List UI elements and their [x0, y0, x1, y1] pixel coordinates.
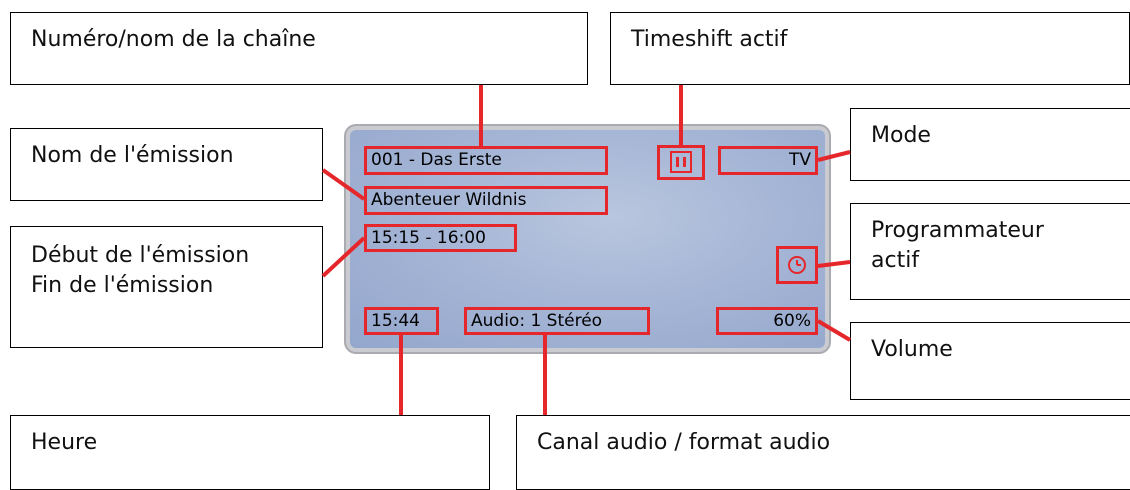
label-timer: Programmateur actif: [850, 203, 1130, 300]
osd-timer-indicator: [776, 246, 818, 284]
label-timer-text-2: actif: [871, 248, 920, 273]
label-volume-text: Volume: [871, 337, 953, 362]
label-channel: Numéro/nom de la chaîne: [10, 12, 588, 85]
label-program-start-text: Début de l'émission: [31, 243, 250, 268]
osd-volume-text: 60%: [773, 311, 811, 331]
label-channel-text: Numéro/nom de la chaîne: [31, 27, 316, 52]
pause-icon: [670, 151, 692, 173]
connector-program-time: [321, 236, 366, 278]
clock-icon: [788, 256, 806, 274]
label-audio-text: Canal audio / format audio: [537, 430, 831, 455]
osd-channel: 001 - Das Erste: [364, 146, 608, 175]
osd-audio-text: Audio: 1 Stéréo: [471, 311, 603, 331]
label-audio: Canal audio / format audio: [516, 415, 1130, 490]
connector-timer: [817, 260, 851, 268]
osd-pause-indicator: [657, 145, 705, 180]
osd-program: Abenteuer Wildnis: [364, 186, 608, 215]
label-program-name: Nom de l'émission: [10, 128, 323, 201]
label-timeshift: Timeshift actif: [610, 12, 1130, 85]
osd-time-range-text: 15:15 - 16:00: [371, 228, 486, 248]
label-program-time: Début de l'émission Fin de l'émission: [10, 226, 323, 348]
label-volume: Volume: [850, 322, 1130, 400]
connector-program-name: [321, 168, 366, 201]
osd-channel-text: 001 - Das Erste: [371, 150, 502, 170]
osd-volume: 60%: [716, 307, 818, 335]
osd-program-text: Abenteuer Wildnis: [371, 190, 527, 210]
connector-volume: [816, 319, 852, 342]
label-clock-text: Heure: [31, 430, 98, 455]
osd-mode: TV: [718, 146, 818, 175]
label-program-end-text: Fin de l'émission: [31, 273, 214, 298]
osd-time-range: 15:15 - 16:00: [364, 224, 517, 252]
label-program-name-text: Nom de l'émission: [31, 143, 234, 168]
label-mode: Mode: [850, 108, 1130, 181]
osd-audio: Audio: 1 Stéréo: [464, 307, 650, 335]
label-timeshift-text: Timeshift actif: [631, 27, 788, 52]
osd-mode-text: TV: [788, 150, 811, 170]
osd-panel: [350, 130, 825, 348]
connector-mode: [817, 150, 851, 162]
label-mode-text: Mode: [871, 123, 931, 148]
osd-clock: 15:44: [364, 307, 439, 335]
label-timer-text-1: Programmateur: [871, 218, 1044, 243]
osd-clock-text: 15:44: [371, 311, 420, 331]
